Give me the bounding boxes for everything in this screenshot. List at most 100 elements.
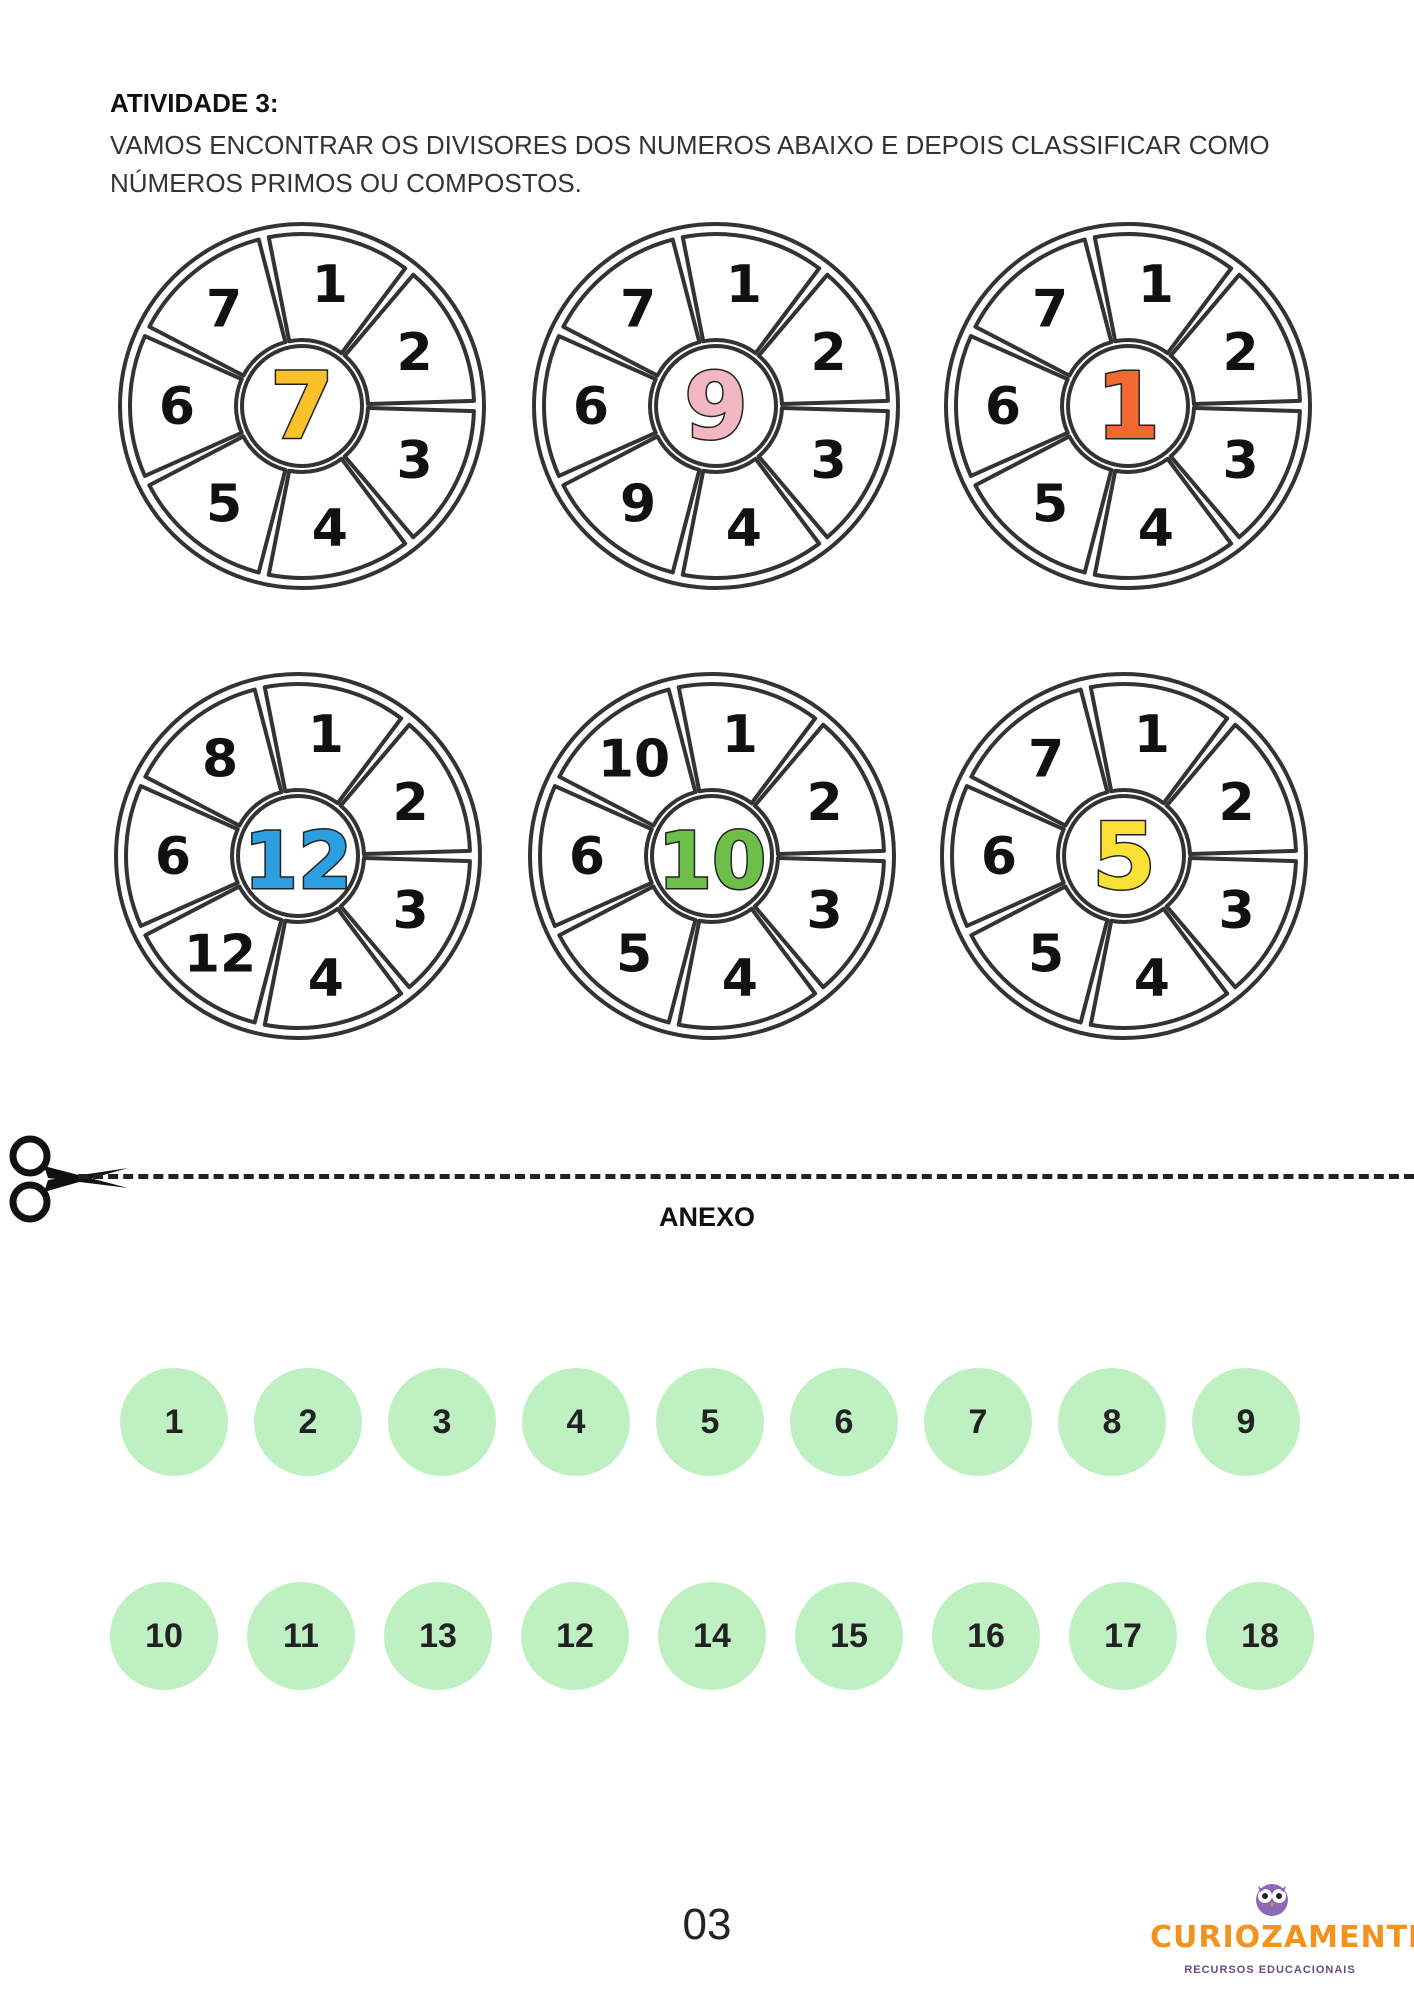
wheel-segment-number: 5 [616, 925, 652, 985]
wheel-segment [1168, 405, 1302, 540]
wheel-segment-number: 1 [1134, 705, 1170, 765]
wheel-segment [954, 334, 1070, 478]
wheel-segment-number: 6 [155, 827, 191, 887]
number-tile[interactable]: 16 [932, 1582, 1040, 1690]
wheel-segment [338, 722, 472, 857]
wheel-segment [147, 237, 288, 378]
wheel-segment-number: 6 [159, 377, 195, 437]
wheel-segment [561, 434, 702, 575]
wheel-segment [969, 884, 1110, 1025]
wheel-segment-number: 4 [722, 949, 758, 1009]
wheel-center-number: 7 [270, 353, 334, 460]
wheel-segment-number: 2 [811, 323, 847, 383]
wheel-segment-number: 3 [393, 881, 429, 941]
wheel-segment-number: 1 [722, 705, 758, 765]
wheel-segment-number: 4 [308, 949, 344, 1009]
wheel-center-circle [654, 344, 778, 468]
wheel-center-number: 1 [1096, 353, 1160, 460]
wheel-segment-number: 7 [1032, 279, 1068, 339]
number-tile[interactable]: 17 [1069, 1582, 1177, 1690]
wheel-segment-number: 1 [308, 705, 344, 765]
wheel-segment [262, 906, 404, 1030]
annex-row-2: 10 11 13 12 14 15 16 17 18 [0, 1582, 1414, 1692]
wheel-center-circle [1066, 344, 1190, 468]
number-tile[interactable]: 9 [1192, 1368, 1300, 1476]
wheel-segment-number: 1 [726, 255, 762, 315]
wheel-segment-number: 7 [206, 279, 242, 339]
wheel-segment-number: 2 [397, 323, 433, 383]
wheel-segment-number: 2 [1223, 323, 1259, 383]
wheel-segment [1168, 272, 1302, 407]
wheel-segment-number: 1 [312, 255, 348, 315]
wheel-segment-number: 7 [1028, 729, 1064, 789]
annex-label: ANEXO [658, 1202, 756, 1232]
wheel-segment-number: 3 [811, 431, 847, 491]
wheel-segment-number: 5 [1032, 475, 1068, 535]
number-tile[interactable]: 12 [521, 1582, 629, 1690]
number-tile[interactable]: 4 [522, 1368, 630, 1476]
owl-icon [1256, 1884, 1288, 1916]
number-tile[interactable]: 5 [656, 1368, 764, 1476]
number-tile[interactable]: 10 [110, 1582, 218, 1690]
brand-subtitle: RECURSOS EDUCACIONAIS [1184, 1964, 1356, 1976]
wheel-segment-number: 2 [1219, 773, 1255, 833]
wheel-segment [676, 906, 818, 1030]
number-tile[interactable]: 3 [388, 1368, 496, 1476]
wheel-segment [1092, 232, 1234, 356]
divisor-wheels-svg: 1234567712349679123456711234126812123456… [114, 222, 1312, 1040]
activity-title: ATIVIDADE 3: [110, 88, 279, 118]
wheel-segment-number: 6 [985, 377, 1021, 437]
wheel-segment [676, 682, 818, 806]
wheel-segment-number: 4 [1134, 949, 1170, 1009]
wheel-segment [756, 272, 890, 407]
number-tile[interactable]: 6 [790, 1368, 898, 1476]
number-tile[interactable]: 11 [247, 1582, 355, 1690]
wheel-segment-number: 12 [184, 925, 256, 985]
wheel-segment [342, 272, 476, 407]
wheel-segment [680, 456, 822, 580]
wheel-segment [1088, 682, 1230, 806]
wheel-segment [969, 687, 1110, 828]
wheel-segment [147, 434, 288, 575]
wheel-segment [561, 237, 702, 378]
wheel-segment-number: 5 [1028, 925, 1064, 985]
brand-logo: CURIOZAMENTE RECURSOS EDUCACIONAIS [1150, 1870, 1414, 1980]
number-tile[interactable]: 14 [658, 1582, 766, 1690]
page-number: 03 [682, 1900, 732, 1949]
wheel-segment [1088, 906, 1230, 1030]
number-tile[interactable]: 15 [795, 1582, 903, 1690]
wheel-segment-number: 9 [620, 475, 656, 535]
wheel-segment [973, 237, 1114, 378]
wheel-segment-number: 3 [1223, 431, 1259, 491]
number-tile[interactable]: 7 [924, 1368, 1032, 1476]
wheel-segment [143, 884, 284, 1025]
wheel-segment [143, 687, 284, 828]
wheel-segment-number: 1 [1138, 255, 1174, 315]
number-tile[interactable]: 8 [1058, 1368, 1166, 1476]
wheel-segment-number: 3 [807, 881, 843, 941]
wheel-segment [1164, 855, 1298, 990]
number-tile[interactable]: 1 [120, 1368, 228, 1476]
wheel-center-circle [650, 794, 774, 918]
number-tile[interactable]: 18 [1206, 1582, 1314, 1690]
wheel-segment-number: 6 [573, 377, 609, 437]
wheel-segment-number: 8 [202, 729, 238, 789]
wheel-segment [128, 334, 244, 478]
wheel-segment [266, 232, 408, 356]
wheel-segment [756, 405, 890, 540]
wheel-segment [950, 784, 1066, 928]
wheel-segment [557, 884, 698, 1025]
wheel-segment [538, 784, 654, 928]
number-tile[interactable]: 13 [384, 1582, 492, 1690]
wheel-center-circle [1062, 794, 1186, 918]
wheel-segment-number: 3 [1219, 881, 1255, 941]
wheel-segment-number: 4 [1138, 499, 1174, 559]
wheel-segment-number: 6 [569, 827, 605, 887]
wheel-segment [342, 405, 476, 540]
number-tile[interactable]: 2 [254, 1368, 362, 1476]
